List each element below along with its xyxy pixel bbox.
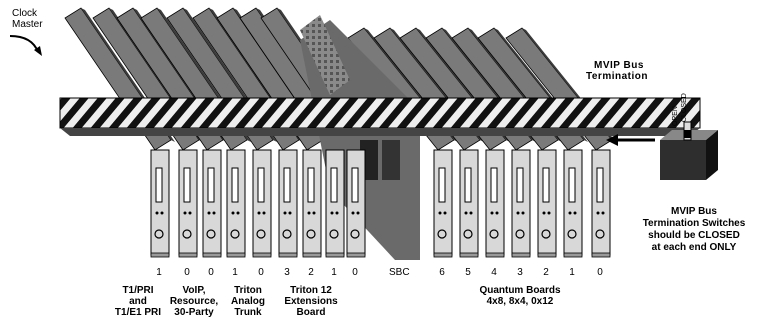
slot-number: 4 — [491, 267, 497, 278]
slot-number: 1 — [156, 267, 162, 278]
group-label-line: Board — [296, 307, 326, 318]
switch-closed-label: CLOSED — [681, 93, 688, 122]
group-label-line: VoIP, — [182, 285, 206, 296]
slot-number: 0 — [184, 267, 190, 278]
board-bracket — [252, 149, 272, 258]
board-bracket — [591, 149, 611, 258]
clock-master-label: Clock Master — [12, 8, 43, 30]
termination-arrow — [606, 134, 655, 146]
group-label-voip: VoIP, Resource, 30-Party — [168, 285, 220, 318]
group-label-line: 30-Party — [174, 307, 214, 318]
board-bracket — [202, 149, 222, 258]
slot-number: 3 — [517, 267, 523, 278]
slot-number: 0 — [208, 267, 214, 278]
termination-switch-box — [660, 121, 718, 180]
board-bracket — [226, 149, 246, 258]
group-label-line: Analog — [231, 296, 265, 307]
slot-number: 1 — [569, 267, 575, 278]
group-label-line: Resource, — [169, 296, 219, 307]
group-label-extensions: Triton 12 Extensions Board — [278, 285, 344, 318]
group-label-line: Extensions — [284, 296, 338, 307]
switch-note-line: Termination Switches — [642, 218, 746, 229]
group-label-line: and — [129, 296, 147, 307]
slot-number: 1 — [331, 267, 337, 278]
group-label-line: Trunk — [234, 307, 262, 318]
slot-number: 1 — [232, 267, 238, 278]
group-label-line: Triton — [234, 285, 262, 296]
mvip-bus-line: Termination — [586, 71, 648, 82]
switch-note-line: should be CLOSED — [648, 230, 740, 241]
board-bracket — [278, 149, 298, 258]
slot-number: 0 — [597, 267, 603, 278]
board-bracket — [459, 149, 479, 258]
group-label-line: T1/PRI — [122, 285, 154, 296]
slot-number: 0 — [258, 267, 264, 278]
board-bracket — [485, 149, 505, 258]
clock-master-line: Master — [12, 19, 43, 30]
group-label-line: Quantum Boards — [479, 285, 561, 296]
board-bracket — [325, 149, 345, 258]
slot-number: 6 — [439, 267, 445, 278]
group-label-line: 4x8, 8x4, 0x12 — [486, 296, 554, 307]
switch-open-label: OPEN — [672, 106, 679, 126]
mvip-bus-label: MVIP Bus Termination — [586, 60, 648, 82]
board-bracket — [150, 149, 170, 258]
switch-note-line: MVIP Bus — [671, 206, 717, 217]
sbc-board — [300, 15, 420, 260]
board-bracket — [563, 149, 583, 258]
group-label-t1: T1/PRI and T1/E1 PRI — [108, 285, 168, 318]
board-bracket — [346, 149, 366, 258]
board-bracket — [178, 149, 198, 258]
clock-master-line: Clock — [12, 8, 38, 19]
board-bracket — [537, 149, 557, 258]
group-label-quantum: Quantum Boards 4x8, 8x4, 0x12 — [460, 285, 580, 307]
group-label-line: T1/E1 PRI — [114, 307, 162, 318]
group-label-analog: Triton Analog Trunk — [226, 285, 270, 318]
mvip-bus-line: MVIP Bus — [594, 60, 644, 71]
slot-number: 2 — [308, 267, 314, 278]
slot-number: 0 — [352, 267, 358, 278]
mvip-bus-ribbon — [59, 97, 701, 129]
sbc-label: SBC — [389, 267, 410, 278]
board-bracket — [511, 149, 531, 258]
switch-note-line: at each end ONLY — [651, 242, 737, 253]
slot-number: 3 — [284, 267, 290, 278]
group-label-line: Triton 12 — [290, 285, 332, 296]
slot-number: 5 — [465, 267, 471, 278]
clock-master-arrow — [9, 35, 39, 53]
switch-note: MVIP Bus Termination Switches should be … — [626, 206, 762, 254]
board-bracket — [302, 149, 322, 258]
board-bracket — [433, 149, 453, 258]
slot-number: 2 — [543, 267, 549, 278]
